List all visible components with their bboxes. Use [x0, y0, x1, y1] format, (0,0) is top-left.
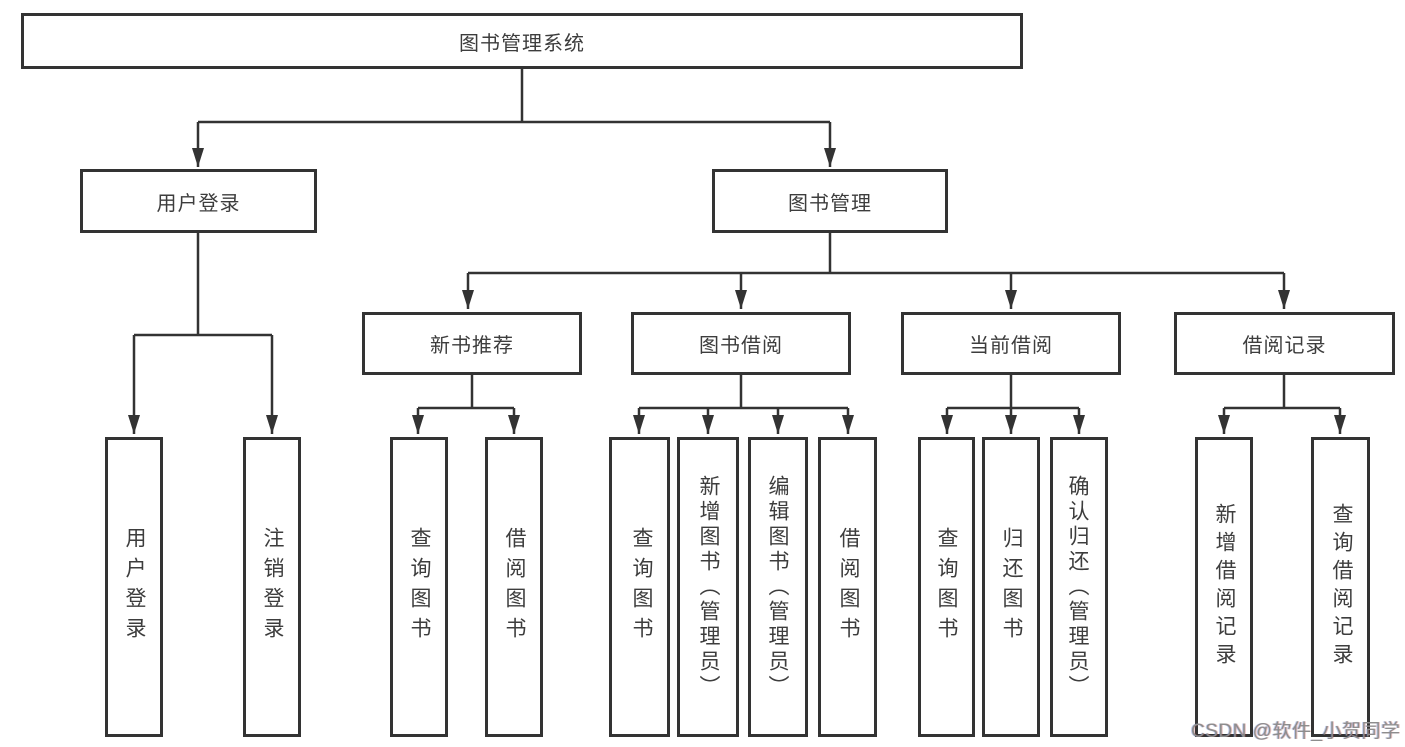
connector-line [639, 375, 848, 410]
connector-line [418, 375, 514, 410]
leaf-cb-return-books: 归还图书 [982, 437, 1040, 737]
node-user-login-branch: 用户登录 [80, 169, 317, 233]
node-new-book-recommend: 新书推荐 [362, 312, 582, 375]
leaf-bb-query-books: 查询图书 [609, 437, 670, 737]
node-label: 图书借阅 [699, 335, 783, 357]
connector-line [947, 375, 1079, 410]
node-root-system: 图书管理系统 [21, 13, 1023, 69]
leaf-br-add-record: 新增借阅记录 [1195, 437, 1253, 737]
leaf-bb-edit-books-admin: 编辑图书（管理员） [748, 437, 808, 737]
csdn-watermark: CSDN @软件_小贺同学 [1191, 721, 1401, 742]
connector-line [468, 232, 1284, 275]
connector-current-borrowing-children [941, 375, 1085, 434]
leaf-logout: 注销登录 [243, 437, 301, 737]
connector-line [1224, 375, 1340, 410]
leaf-br-query-record: 查询借阅记录 [1311, 437, 1370, 737]
node-label: 图书管理系统 [459, 32, 585, 55]
leaf-bb-borrow-books: 借阅图书 [818, 437, 877, 737]
node-label: 用户登录 [156, 192, 241, 215]
connector-book-management-children [462, 232, 1290, 309]
leaf-nbr-query-books: 查询图书 [390, 437, 448, 737]
node-label: 当前借阅 [969, 335, 1053, 357]
connector-book-borrowing-children [633, 375, 854, 434]
leaf-cb-confirm-return-admin: 确认归还（管理员） [1050, 437, 1108, 737]
node-borrowing-records: 借阅记录 [1174, 312, 1395, 375]
node-book-management-branch: 图书管理 [712, 169, 948, 233]
connector-new-book-recommend-children [412, 375, 520, 434]
node-label: 借阅记录 [1242, 335, 1327, 357]
leaf-user-login: 用户登录 [105, 437, 163, 737]
node-label: 图书管理 [788, 192, 872, 215]
node-current-borrowing: 当前借阅 [901, 312, 1121, 375]
connector-user-login-children [128, 233, 278, 434]
connector-line [134, 233, 272, 337]
node-label: 新书推荐 [430, 335, 514, 357]
leaf-nbr-borrow-books: 借阅图书 [485, 437, 543, 737]
node-book-borrowing: 图书借阅 [631, 312, 851, 375]
connector-borrowing-records-children [1218, 375, 1346, 434]
leaf-bb-add-books-admin: 新增图书（管理员） [677, 437, 739, 737]
connector-root-to-branches [192, 69, 836, 167]
leaf-cb-query-books: 查询图书 [918, 437, 975, 737]
connector-line [198, 69, 830, 124]
